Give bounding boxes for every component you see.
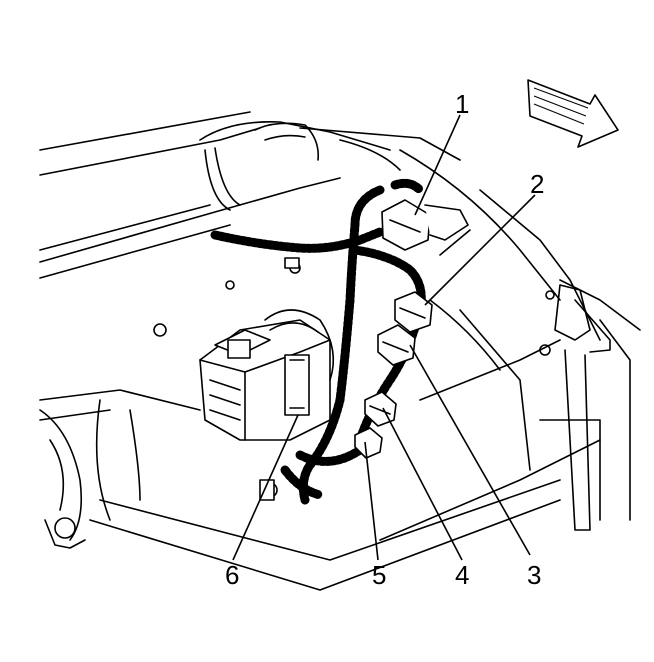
callout-2: 2 [530,169,544,199]
leader-line-2 [424,194,536,306]
callout-5: 5 [372,560,386,590]
callout-4: 4 [455,560,469,590]
callout-labels: 1 2 3 4 5 6 [225,89,544,590]
leader-line-3 [409,344,531,556]
leader-line-1 [414,114,461,216]
leader-line-6 [232,414,299,561]
forward-arrow-icon [527,79,619,148]
callout-1: 1 [455,89,469,119]
abs-module [199,309,335,441]
vehicle-structure [39,111,641,591]
callout-6: 6 [225,560,239,590]
leader-line-5 [364,441,379,561]
connectors [259,199,471,501]
leader-lines [232,114,536,561]
leader-line-4 [382,407,463,561]
callout-3: 3 [527,560,541,590]
